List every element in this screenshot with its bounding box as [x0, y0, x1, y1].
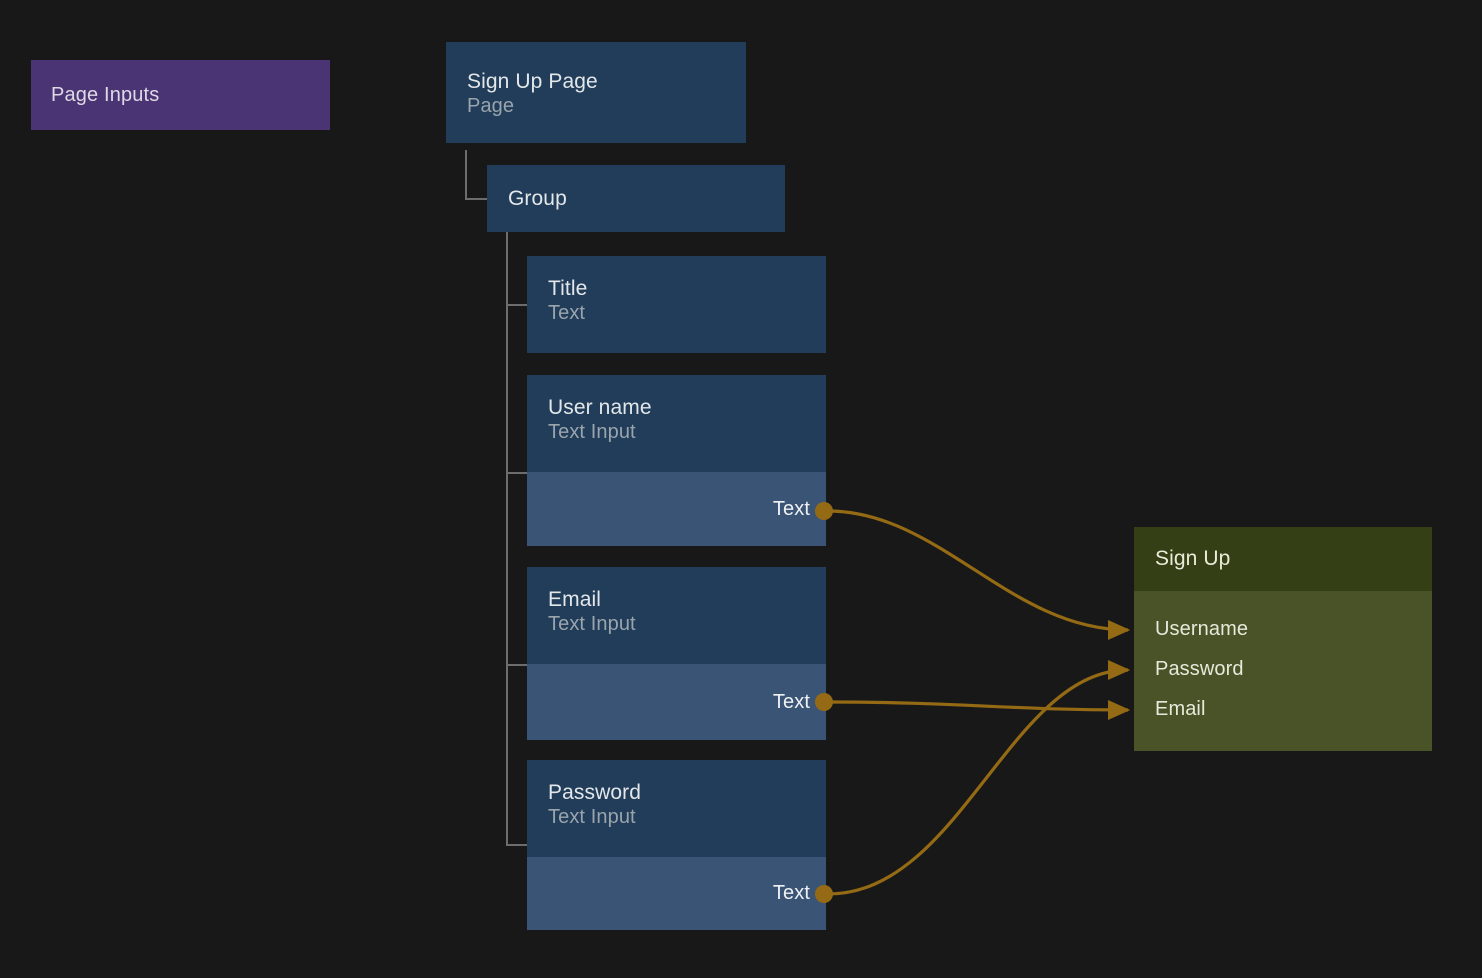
node-sign-up-action-body: Username Password Email	[1134, 591, 1432, 751]
node-title: Group	[508, 187, 567, 210]
node-user-name[interactable]: User name Text Input Text	[527, 375, 826, 546]
node-subtitle: Text	[548, 302, 586, 324]
node-title: Sign Up	[1155, 547, 1231, 570]
node-title-text[interactable]: Title Text	[527, 256, 826, 353]
edge-username	[827, 509, 1131, 641]
input-port-password[interactable]: Password	[1155, 658, 1244, 680]
node-title: Email	[548, 588, 602, 611]
port-label: Text	[772, 497, 810, 520]
node-title: Title	[548, 277, 588, 300]
page-inputs-label: Page Inputs	[51, 83, 160, 106]
page-inputs-chip[interactable]: Page Inputs	[31, 60, 330, 130]
output-port-row-user-name[interactable]: Text	[527, 472, 826, 546]
node-subtitle: Text Input	[548, 613, 636, 635]
edge-password	[827, 659, 1131, 896]
node-group-body: Group	[487, 165, 785, 232]
node-title-text-body: Title Text	[527, 256, 826, 353]
node-sign-up-action-header: Sign Up	[1134, 527, 1432, 591]
edge-email	[827, 699, 1131, 721]
node-title: User name	[548, 396, 652, 419]
node-subtitle: Page	[467, 95, 515, 117]
node-subtitle: Text Input	[548, 806, 636, 828]
node-title: Sign Up Page	[467, 70, 598, 93]
output-port-row-password[interactable]: Text	[527, 857, 826, 930]
node-sign-up-action[interactable]: Sign Up Username Password Email	[1134, 527, 1432, 751]
input-port-email[interactable]: Email	[1155, 698, 1206, 720]
node-email-body: Email Text Input	[527, 567, 826, 664]
port-label: Text	[772, 882, 810, 904]
node-password-body: Password Text Input	[527, 760, 826, 857]
node-group[interactable]: Group	[487, 165, 785, 232]
node-user-name-body: User name Text Input	[527, 375, 826, 472]
node-title: Password	[548, 781, 642, 804]
input-port-username[interactable]: Username	[1155, 618, 1249, 640]
port-label: Text	[772, 690, 810, 713]
node-subtitle: Text Input	[548, 421, 636, 443]
node-email[interactable]: Email Text Input Text	[527, 567, 826, 740]
node-password[interactable]: Password Text Input Text	[527, 760, 826, 930]
node-sign-up-page-body: Sign Up Page Page	[446, 42, 746, 143]
node-sign-up-page[interactable]: Sign Up Page Page	[446, 42, 746, 143]
output-port-row-email[interactable]: Text	[527, 664, 826, 740]
